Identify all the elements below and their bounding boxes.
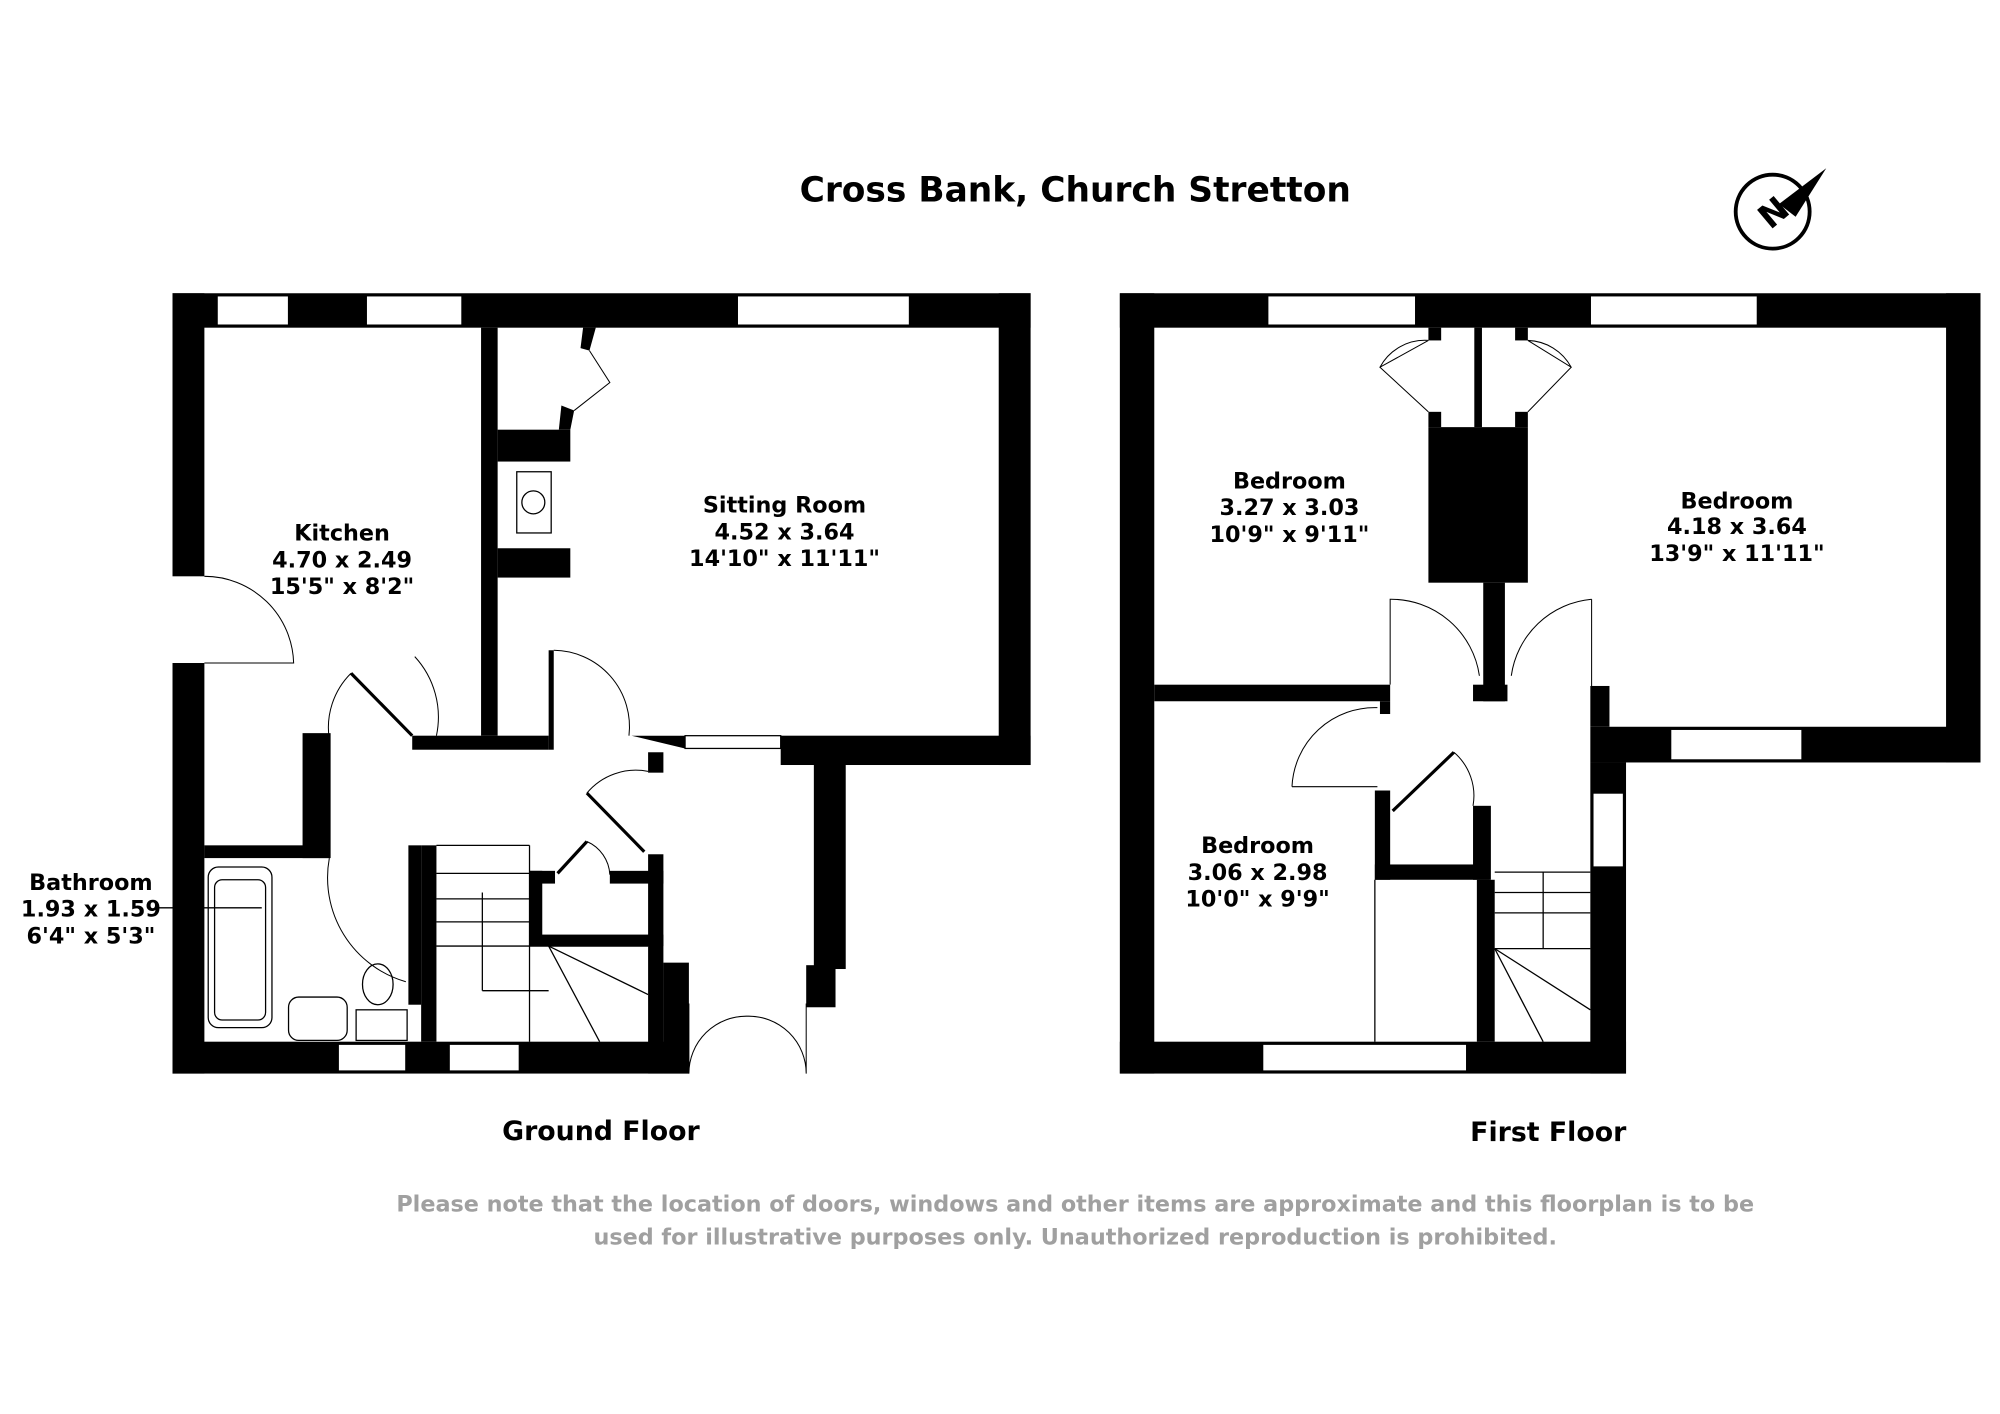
room-name: Kitchen xyxy=(294,521,390,547)
room-imperial: 15'5" x 8'2" xyxy=(270,574,414,600)
room-name: Bedroom xyxy=(1680,489,1793,515)
room-imperial: 13'9" x 11'11" xyxy=(1649,541,1824,567)
first-floor-label: First Floor xyxy=(1470,1117,1627,1148)
north-compass-icon: N xyxy=(1733,168,1827,251)
room-metric: 4.70 x 2.49 xyxy=(272,547,412,573)
disclaimer-line-1: Please note that the location of doors, … xyxy=(396,1191,1754,1217)
room-bedroom-2: Bedroom 4.18 x 3.64 13'9" x 11'11" xyxy=(1649,489,1824,567)
room-imperial: 10'9" x 9'11" xyxy=(1209,522,1369,548)
room-metric: 1.93 x 1.59 xyxy=(21,897,161,923)
plan-title: Cross Bank, Church Stretton xyxy=(800,170,1351,210)
first-floor-plan xyxy=(1119,293,1981,1074)
room-name: Bedroom xyxy=(1201,833,1314,859)
room-name: Bathroom xyxy=(29,870,152,896)
room-name: Bedroom xyxy=(1233,468,1346,494)
room-metric: 4.52 x 3.64 xyxy=(715,519,855,545)
room-metric: 3.06 x 2.98 xyxy=(1188,860,1328,886)
room-imperial: 10'0" x 9'9" xyxy=(1185,887,1329,913)
room-imperial: 14'10" x 11'11" xyxy=(689,546,880,572)
room-bathroom: Bathroom 1.93 x 1.59 6'4" x 5'3" xyxy=(21,870,161,950)
room-imperial: 6'4" x 5'3" xyxy=(26,924,155,950)
room-name: Sitting Room xyxy=(703,493,866,519)
room-sitting-room: Sitting Room 4.52 x 3.64 14'10" x 11'11" xyxy=(689,493,880,573)
room-metric: 3.27 x 3.03 xyxy=(1219,495,1359,521)
room-bedroom-1: Bedroom 3.27 x 3.03 10'9" x 9'11" xyxy=(1209,468,1369,548)
compass-letter: N xyxy=(1750,189,1796,237)
room-bedroom-3: Bedroom 3.06 x 2.98 10'0" x 9'9" xyxy=(1185,833,1329,913)
ground-floor-label: Ground Floor xyxy=(502,1116,700,1147)
disclaimer-line-2: used for illustrative purposes only. Una… xyxy=(593,1224,1557,1250)
ground-floor-plan xyxy=(158,293,1031,1074)
room-kitchen: Kitchen 4.70 x 2.49 15'5" x 8'2" xyxy=(270,521,414,601)
room-metric: 4.18 x 3.64 xyxy=(1667,514,1807,540)
